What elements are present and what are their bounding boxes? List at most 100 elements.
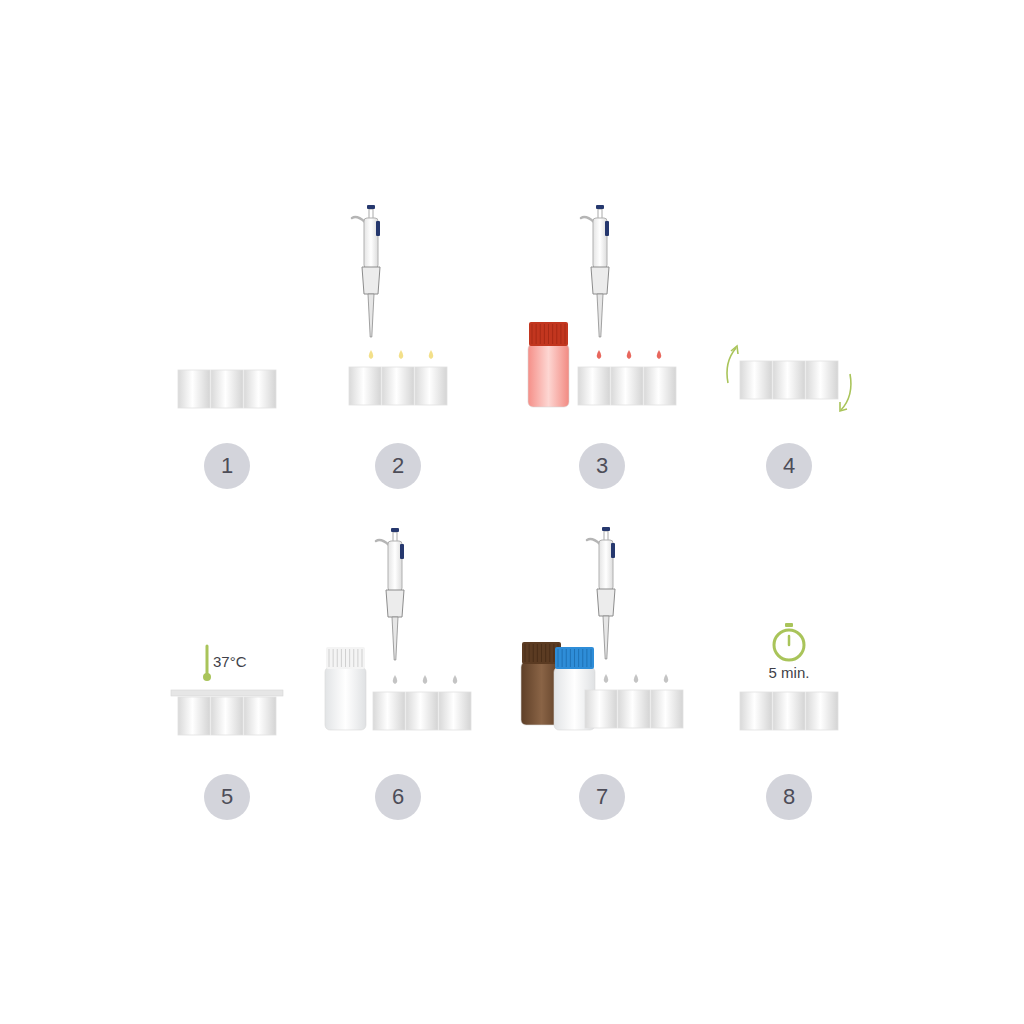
pipette-hook xyxy=(581,217,594,222)
cap-ridge xyxy=(570,649,571,667)
cap-ridge xyxy=(537,644,538,662)
bottle-cap xyxy=(529,322,568,346)
pipette-cap xyxy=(391,528,399,532)
drop xyxy=(627,350,632,359)
pipette-tip xyxy=(392,617,398,660)
pipette-shaft xyxy=(362,267,380,294)
tube xyxy=(373,692,405,730)
cap-ridge xyxy=(548,324,549,344)
pipette-cap xyxy=(596,205,604,209)
tube xyxy=(211,370,243,408)
cap-ridge xyxy=(525,644,526,662)
cap-ridge xyxy=(558,649,559,667)
step-number: 3 xyxy=(596,455,608,477)
step-number-circle: 2 xyxy=(375,443,421,489)
pipette-body xyxy=(599,540,613,590)
pipette-hook xyxy=(352,217,365,222)
pipette-button xyxy=(605,221,609,236)
cap-ridge xyxy=(586,649,587,667)
step-number: 4 xyxy=(783,455,795,477)
tube xyxy=(406,692,438,730)
step-number-circle: 3 xyxy=(579,443,625,489)
cap-ridge xyxy=(560,324,561,344)
tube xyxy=(611,367,643,405)
thermometer-bulb xyxy=(203,673,211,681)
cap-ridge xyxy=(552,324,553,344)
cap-ridge xyxy=(574,649,575,667)
tube xyxy=(806,692,838,730)
cap-ridge xyxy=(541,644,542,662)
stopwatch-hand xyxy=(788,636,791,645)
pipette-button xyxy=(400,544,404,559)
step-number: 1 xyxy=(221,455,233,477)
tube xyxy=(585,690,617,728)
cap-ridge xyxy=(349,649,350,667)
cap-ridge xyxy=(544,324,545,344)
pipette-cap xyxy=(602,527,610,531)
drop xyxy=(453,675,458,684)
tube xyxy=(618,690,650,728)
tube xyxy=(773,361,805,399)
pipette-body xyxy=(593,218,607,268)
tube xyxy=(651,690,683,728)
tube xyxy=(178,370,210,408)
cap-ridge xyxy=(545,644,546,662)
cap-ridge xyxy=(532,324,533,344)
turn-arrow xyxy=(727,348,736,383)
pipette-cap xyxy=(367,205,375,209)
step-number-circle: 4 xyxy=(766,443,812,489)
pipette-body xyxy=(388,541,402,591)
cap-ridge xyxy=(549,644,550,662)
tube xyxy=(740,361,772,399)
drop xyxy=(393,675,398,684)
drop xyxy=(369,350,374,359)
step-number-circle: 5 xyxy=(204,774,250,820)
step-number: 6 xyxy=(392,786,404,808)
temperature-label: 37°C xyxy=(213,654,247,669)
bottle-cap xyxy=(555,647,594,669)
pipette-tip xyxy=(368,294,374,337)
step-number: 7 xyxy=(596,786,608,808)
time-label: 5 min. xyxy=(769,665,810,680)
cap-ridge xyxy=(337,649,338,667)
drop xyxy=(423,675,428,684)
tube xyxy=(415,367,447,405)
cap-ridge xyxy=(536,324,537,344)
pipette-button xyxy=(376,221,380,236)
drop xyxy=(604,674,609,683)
bottle-body xyxy=(528,344,569,407)
tube xyxy=(578,367,610,405)
incubator-lid xyxy=(171,690,283,696)
tube xyxy=(644,367,676,405)
cap-ridge xyxy=(345,649,346,667)
turn-arrow xyxy=(841,374,851,410)
tube xyxy=(244,370,276,408)
bottle-cap xyxy=(326,647,365,669)
pipette-shaft xyxy=(386,590,404,617)
cap-ridge xyxy=(357,649,358,667)
step-number-circle: 1 xyxy=(204,443,250,489)
cap-ridge xyxy=(341,649,342,667)
tube xyxy=(740,692,772,730)
cap-ridge xyxy=(333,649,334,667)
cap-ridge xyxy=(540,324,541,344)
cap-ridge xyxy=(562,649,563,667)
cap-ridge xyxy=(533,644,534,662)
cap-ridge xyxy=(591,649,592,667)
pipette-hook xyxy=(376,540,389,545)
drop xyxy=(429,350,434,359)
tube xyxy=(349,367,381,405)
thermometer xyxy=(206,646,209,674)
pipette-tip xyxy=(603,616,609,659)
tube xyxy=(439,692,471,730)
cap-ridge xyxy=(353,649,354,667)
pipette-body xyxy=(364,218,378,268)
tube xyxy=(806,361,838,399)
pipette-button xyxy=(611,543,615,558)
drop xyxy=(597,350,602,359)
tube xyxy=(382,367,414,405)
stopwatch-button xyxy=(785,623,793,627)
cap-ridge xyxy=(362,649,363,667)
